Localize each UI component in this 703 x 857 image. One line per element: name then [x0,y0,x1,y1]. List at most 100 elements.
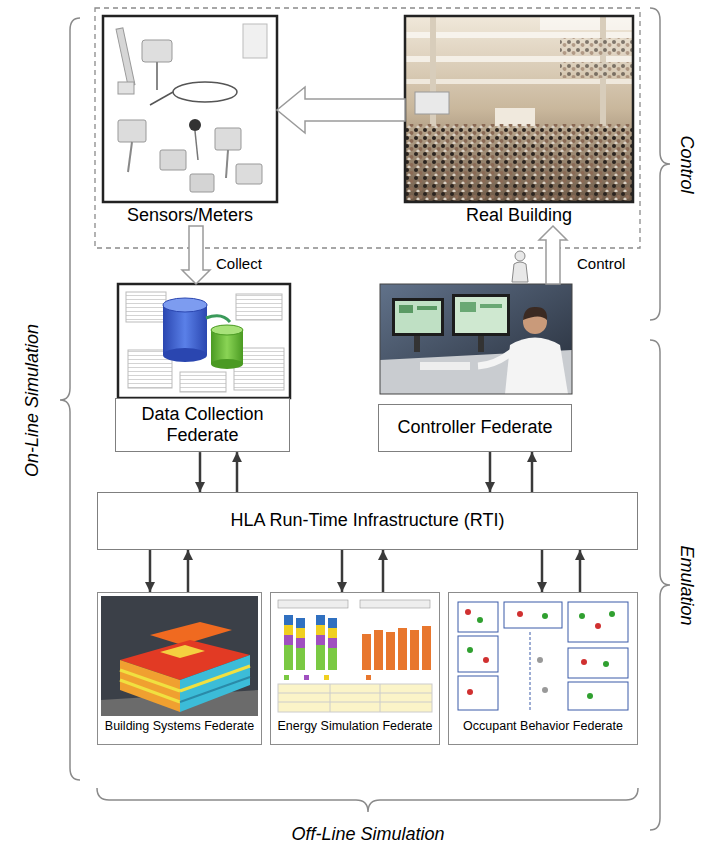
sensors-picture [103,16,277,202]
energy-report-picture [274,596,436,716]
energy-report-picture [328,648,337,670]
arrow-label: Control [575,255,627,273]
connector-arrow [149,550,152,592]
sensors-picture [103,16,277,202]
sensors-picture [128,142,132,172]
federate-card: Building Systems Federate [97,592,262,745]
floor-plan-picture [603,661,609,667]
energy-report-picture [296,638,305,648]
energy-report-picture [386,632,395,670]
person-icon [515,251,525,261]
building-photo [405,16,633,202]
connector-arrow [541,550,544,592]
sensors-picture [190,174,214,192]
control-room-photo [478,336,484,352]
control-room-photo [380,284,572,394]
block-arrow [277,87,405,133]
energy-report-picture [278,600,348,608]
energy-report-picture [328,638,337,648]
energy-report-picture [274,596,436,716]
database-picture [118,284,290,398]
energy-report-picture [316,635,325,645]
database-picture [211,359,243,369]
connector-arrow [341,550,344,592]
federate-label-box: Data Collection Federate [115,398,290,452]
label-holder: Energy Simulation Federate [271,719,439,734]
person-icon [512,251,528,282]
building-model-picture [180,677,250,702]
control-room-photo [380,284,572,394]
energy-report-picture [296,618,305,628]
floor-plan-picture [458,676,498,710]
sensors-picture [118,120,146,142]
energy-report-picture [316,625,325,635]
floor-plan-picture [542,687,548,693]
connector-arrow [187,550,190,592]
control-room-photo [455,297,507,333]
node-label: Controller Federate [397,417,552,438]
floor-plan-picture [452,596,634,716]
emulation-bracket [650,340,670,830]
floor-plan-picture [467,647,473,653]
building-photo [405,16,633,202]
connector-arrow [531,452,534,492]
building-model-picture [101,596,258,716]
energy-report-picture [398,628,407,670]
federate-card: Energy Simulation Federate [270,592,440,745]
building-photo [405,79,633,84]
federate-card: Occupant Behavior Federate [448,592,638,745]
building-node: Real Building [405,16,633,226]
person-icon [512,262,528,282]
sensors-picture [160,150,186,170]
control-room-photo [478,352,512,366]
floor-plan-picture [587,693,593,699]
database-picture [206,316,230,322]
floor-plan-picture [483,657,489,663]
floor-plan-picture [568,682,628,710]
floor-plan-picture [530,632,531,710]
database-picture [236,294,282,320]
control-region-dashed [95,8,640,248]
building-photo [560,62,633,78]
energy-report-picture [422,626,431,670]
floor-plan-picture [458,602,498,632]
energy-report-picture [410,630,419,670]
energy-report-picture [366,675,371,680]
building-photo [405,32,633,38]
database-picture [211,325,243,335]
energy-report-picture [284,625,293,635]
building-photo [405,56,633,62]
energy-report-picture [278,702,432,703]
energy-report-picture [284,675,289,680]
floor-plan-picture [477,617,483,623]
connector-arrow [579,550,582,592]
control-room-photo [452,294,510,336]
sensors-picture [142,40,172,62]
floor-plan-picture [568,602,628,642]
building-photo [540,16,633,30]
control-room-photo [480,304,502,308]
control-room-photo [392,298,444,336]
sensors-picture [173,82,237,102]
floor-plan-picture [581,659,587,665]
sensors-picture [236,164,262,184]
energy-report-picture [284,615,293,625]
online-bracket [60,18,80,780]
energy-report-picture [360,600,430,608]
database-picture [126,292,166,322]
energy-report-picture [316,615,325,625]
building-model-picture [120,680,180,702]
sensors-picture [118,82,134,94]
sensors-picture [243,24,267,58]
node-label: HLA Run-Time Infrastructure (RTI) [230,510,504,531]
node-label: Occupant Behavior Federate [463,719,623,734]
control-room-photo [380,284,572,394]
label-holder: Real Building [405,205,633,226]
energy-report-picture [324,675,329,680]
floor-plan-picture [542,613,548,619]
block-arrow [182,226,210,284]
building-model-picture [120,660,180,712]
control-room-photo [420,362,470,370]
energy-report-picture [284,635,293,645]
